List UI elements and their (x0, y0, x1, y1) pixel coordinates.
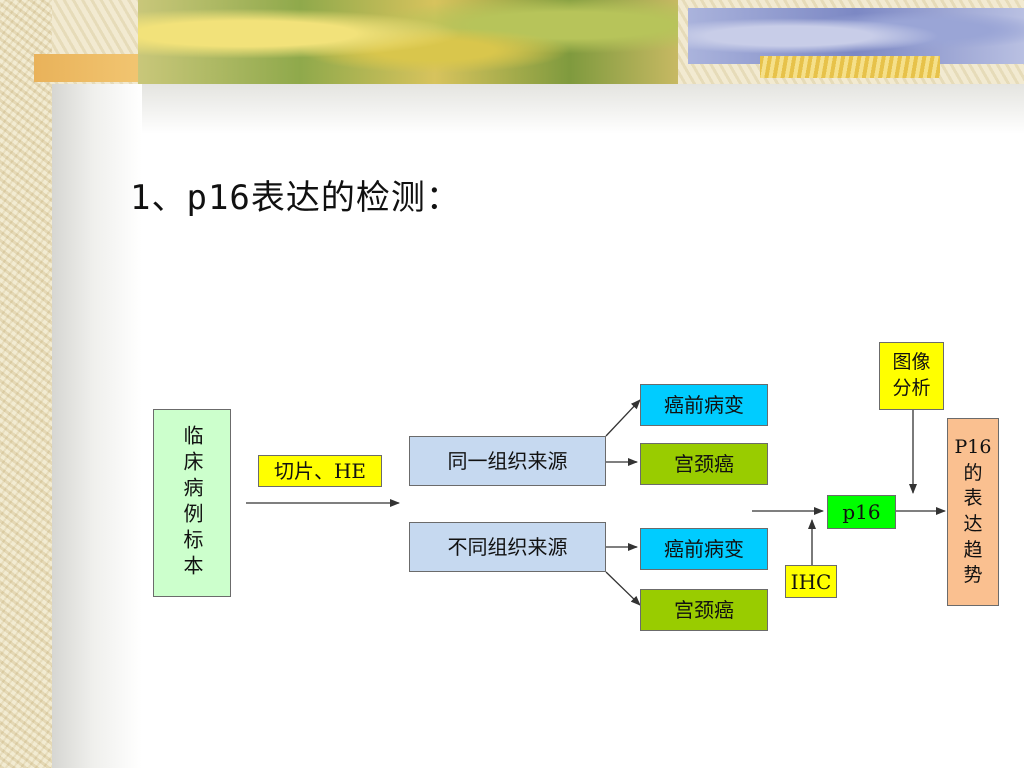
ihc-text: IHC (790, 569, 832, 594)
cancer-node-1: 宫颈癌 (640, 443, 768, 485)
image-analysis-node: 图像 分析 (879, 342, 944, 410)
image-analysis-text: 图像 分析 (892, 351, 931, 399)
decorative-left-strip (0, 0, 52, 768)
ihc-node: IHC (785, 565, 837, 598)
result-node: P16 的 表 达 趋 势 (947, 418, 999, 606)
p16-text: p16 (842, 500, 881, 524)
decorative-blue-banner (688, 8, 1024, 64)
precancer-text-1: 癌前病变 (664, 393, 744, 417)
decorative-leaf-banner (138, 0, 678, 84)
arrow-same-to-precancer (605, 399, 641, 437)
same-source-text: 同一组织来源 (447, 449, 568, 473)
diff-source-text: 不同组织来源 (447, 535, 568, 559)
decorative-left-shadow (52, 84, 142, 768)
precancer-text-2: 癌前病变 (664, 537, 744, 561)
specimen-node: 临床病例标本 (153, 409, 231, 597)
specimen-label: 临床病例标本 (180, 425, 204, 581)
slice-he-label: 切片、HE (258, 455, 382, 487)
precancer-node-2: 癌前病变 (640, 528, 768, 570)
precancer-node-1: 癌前病变 (640, 384, 768, 426)
cancer-text-1: 宫颈癌 (674, 452, 734, 476)
result-text: P16 的 表 达 趋 势 (954, 436, 992, 587)
decorative-top-shadow (52, 84, 1024, 134)
slice-he-text: 切片、HE (273, 459, 367, 483)
diff-source-node: 不同组织来源 (409, 522, 606, 572)
cancer-node-2: 宫颈癌 (640, 589, 768, 631)
p16-node: p16 (827, 495, 896, 529)
decorative-gold-banner (760, 56, 940, 78)
slide-title: 1、p16表达的检测： (130, 178, 461, 218)
arrow-diff-to-cancer (605, 571, 641, 606)
same-source-node: 同一组织来源 (409, 436, 606, 486)
cancer-text-2: 宫颈癌 (674, 598, 734, 622)
